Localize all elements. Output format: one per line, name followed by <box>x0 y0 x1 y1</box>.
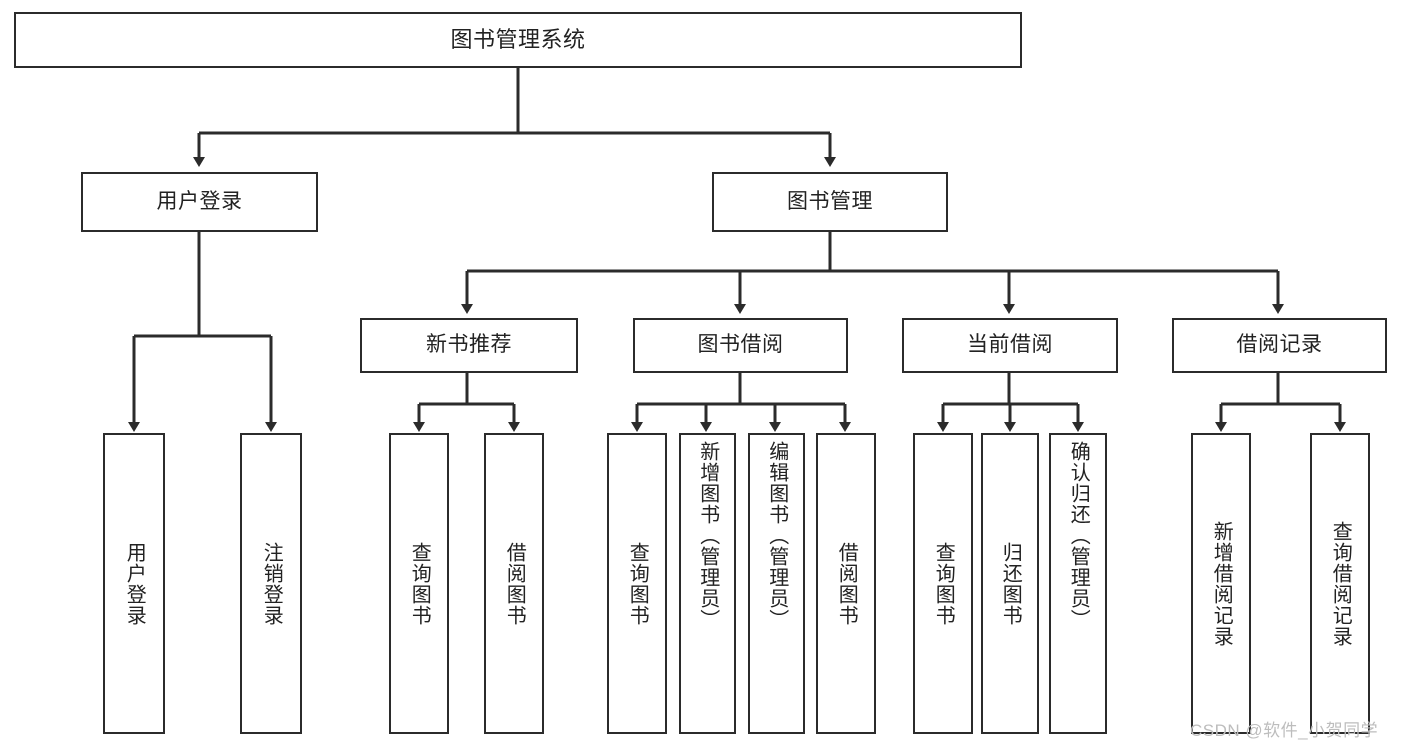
leaf-current-borrow-query[interactable]: 查询图书 <box>913 433 973 734</box>
node-book-management[interactable]: 图书管理 <box>712 172 948 232</box>
node-label: 查询图书 <box>408 541 431 626</box>
leaf-new-book-query[interactable]: 查询图书 <box>389 433 449 734</box>
node-user-login[interactable]: 用户登录 <box>81 172 318 232</box>
node-label: 编辑图书（管理员） <box>765 441 788 630</box>
node-label: 图书管理 <box>787 189 873 213</box>
leaf-new-book-borrow[interactable]: 借阅图书 <box>484 433 544 734</box>
leaf-user-login-logout[interactable]: 注销登录 <box>240 433 302 734</box>
node-label: 新增图书（管理员） <box>696 441 719 630</box>
node-root-system[interactable]: 图书管理系统 <box>14 12 1022 68</box>
node-label: 查询借阅记录 <box>1329 520 1352 647</box>
node-label: 归还图书 <box>999 541 1022 626</box>
node-label: 注销登录 <box>260 541 283 626</box>
node-label: 图书管理系统 <box>450 27 586 53</box>
leaf-book-borrow-borrow[interactable]: 借阅图书 <box>816 433 876 734</box>
node-current-borrow[interactable]: 当前借阅 <box>902 318 1118 373</box>
leaf-book-borrow-add[interactable]: 新增图书（管理员） <box>679 433 736 734</box>
leaf-records-query[interactable]: 查询借阅记录 <box>1310 433 1370 734</box>
node-label: 查询图书 <box>932 541 955 626</box>
node-label: 新增借阅记录 <box>1210 520 1233 647</box>
node-label: 新书推荐 <box>426 333 512 357</box>
node-label: 借阅图书 <box>835 541 858 626</box>
leaf-current-borrow-return[interactable]: 归还图书 <box>981 433 1039 734</box>
node-label: 用户登录 <box>156 189 243 213</box>
node-new-book-recommend[interactable]: 新书推荐 <box>360 318 578 373</box>
leaf-book-borrow-edit[interactable]: 编辑图书（管理员） <box>748 433 805 734</box>
node-borrow-records[interactable]: 借阅记录 <box>1172 318 1387 373</box>
node-label: 查询图书 <box>626 541 649 626</box>
node-label: 用户登录 <box>123 541 146 626</box>
node-label: 确认归还（管理员） <box>1067 441 1090 630</box>
node-label: 借阅图书 <box>503 541 526 626</box>
node-book-borrow[interactable]: 图书借阅 <box>633 318 848 373</box>
node-label: 当前借阅 <box>967 333 1053 357</box>
node-label: 图书借阅 <box>697 333 784 357</box>
node-label: 借阅记录 <box>1236 333 1323 357</box>
leaf-book-borrow-query[interactable]: 查询图书 <box>607 433 667 734</box>
leaf-records-add[interactable]: 新增借阅记录 <box>1191 433 1251 734</box>
leaf-current-borrow-confirm-return[interactable]: 确认归还（管理员） <box>1049 433 1107 734</box>
leaf-user-login-login[interactable]: 用户登录 <box>103 433 165 734</box>
csdn-watermark: CSDN @软件_小贺同学 <box>1190 721 1379 740</box>
